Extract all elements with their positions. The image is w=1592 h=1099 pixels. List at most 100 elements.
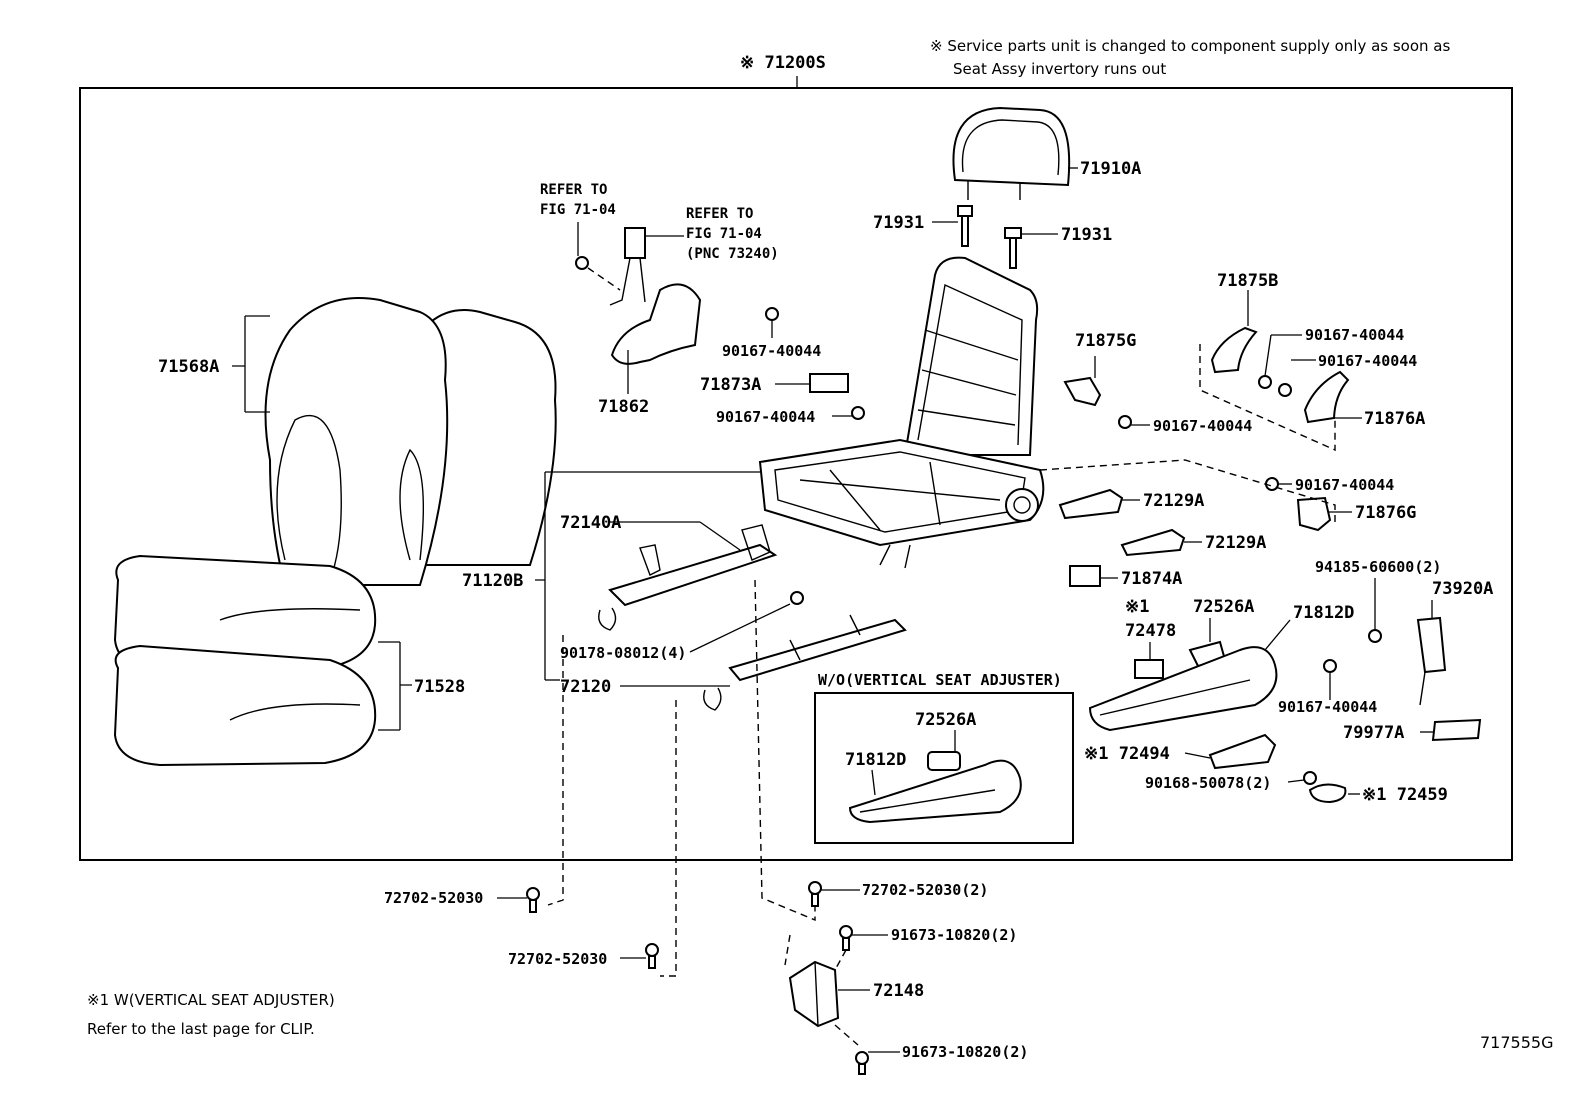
- part-90168[interactable]: 90168-50078(2): [1145, 774, 1271, 792]
- refer-b-line-3[interactable]: (PNC 73240): [686, 246, 779, 262]
- part-71875G[interactable]: 71875G: [1075, 331, 1136, 351]
- bracket-72148-drawing[interactable]: [788, 960, 840, 1028]
- wo-inset-frame: [814, 692, 1074, 844]
- legend-line-1: ※1 W(VERTICAL SEAT ADJUSTER): [87, 991, 335, 1009]
- refer-b-line-1[interactable]: REFER TO: [686, 206, 753, 222]
- part-72478-mark[interactable]: ※1: [1125, 597, 1149, 617]
- part-72148[interactable]: 72148: [873, 981, 924, 1001]
- part-71120B[interactable]: 71120B: [462, 571, 523, 591]
- part-71528[interactable]: 71528: [414, 677, 465, 697]
- part-91673-b[interactable]: 91673-10820(2): [902, 1043, 1028, 1061]
- part-72140A[interactable]: 72140A: [560, 513, 621, 533]
- wo-part-72526A[interactable]: 72526A: [915, 710, 976, 730]
- part-71875B[interactable]: 71875B: [1217, 271, 1278, 291]
- refer-a-line-1[interactable]: REFER TO: [540, 182, 607, 198]
- cover-71876G-drawing[interactable]: [1296, 496, 1332, 532]
- part-71862[interactable]: 71862: [598, 397, 649, 417]
- group-71875B-box: [1199, 344, 1336, 452]
- wo-side-cover-71812D-drawing[interactable]: [848, 759, 1022, 824]
- part-73920A[interactable]: 73920A: [1432, 579, 1493, 599]
- part-90167-d[interactable]: 90167-40044: [1305, 326, 1404, 344]
- trim-71875G-drawing[interactable]: [1063, 376, 1102, 407]
- seat-frame-drawing[interactable]: [758, 256, 1045, 569]
- cover-72129A-1-drawing[interactable]: [1058, 488, 1124, 520]
- screw-94185: [1368, 629, 1382, 643]
- seat-track-72120-drawing[interactable]: [703, 614, 907, 711]
- part-72120[interactable]: 72120: [560, 677, 611, 697]
- service-note-line-1: ※ Service parts unit is changed to compo…: [930, 37, 1450, 55]
- assembly-frame: [79, 87, 1513, 861]
- cover-71874A-drawing[interactable]: [1069, 565, 1101, 587]
- part-72702-c[interactable]: 72702-52030(2): [862, 881, 988, 899]
- part-72494[interactable]: ※1 72494: [1084, 744, 1170, 764]
- part-71568A[interactable]: 71568A: [158, 357, 219, 377]
- part-71874A[interactable]: 71874A: [1121, 569, 1182, 589]
- seat-track-72140A-drawing[interactable]: [598, 524, 778, 631]
- screw-90167-c: [1118, 415, 1132, 429]
- wo-inset-title: W/O(VERTICAL SEAT ADJUSTER): [818, 671, 1062, 689]
- part-72459[interactable]: ※1 72459: [1362, 785, 1448, 805]
- part-90167-a[interactable]: 90167-40044: [722, 342, 821, 360]
- part-72129A-1[interactable]: 72129A: [1143, 491, 1204, 511]
- switch-72478-drawing[interactable]: [1134, 659, 1164, 679]
- screw-90167-d: [1258, 375, 1272, 389]
- headrest-guide-right[interactable]: [1004, 227, 1022, 269]
- knob-72459-drawing[interactable]: [1308, 783, 1347, 804]
- wo-knob-72526A-drawing[interactable]: [927, 751, 961, 771]
- part-72478[interactable]: 72478: [1125, 621, 1176, 641]
- screw-90167-a: [765, 307, 779, 321]
- guide-71876G: [1039, 459, 1336, 525]
- leader-90168: [1287, 779, 1305, 783]
- part-90178[interactable]: 90178-08012(4): [560, 644, 686, 662]
- screw-90167-f: [1265, 477, 1279, 491]
- figure-id: 717555G: [1480, 1033, 1553, 1052]
- bracket-71873A-drawing[interactable]: [809, 373, 849, 393]
- label-79977A-drawing[interactable]: [1431, 718, 1482, 742]
- part-90167-e[interactable]: 90167-40044: [1318, 352, 1417, 370]
- cover-72129A-2-drawing[interactable]: [1120, 528, 1186, 557]
- part-71931-left[interactable]: 71931: [873, 213, 924, 233]
- part-72702-b[interactable]: 72702-52030: [508, 950, 607, 968]
- part-71876G[interactable]: 71876G: [1355, 503, 1416, 523]
- part-90167-c[interactable]: 90167-40044: [1153, 417, 1252, 435]
- part-79977A[interactable]: 79977A: [1343, 723, 1404, 743]
- part-91673-a[interactable]: 91673-10820(2): [891, 926, 1017, 944]
- wo-leader-71812D: [871, 769, 876, 796]
- part-72526A[interactable]: 72526A: [1193, 597, 1254, 617]
- knob-72494-drawing[interactable]: [1208, 733, 1277, 770]
- part-71876A[interactable]: 71876A: [1364, 409, 1425, 429]
- assembly-number[interactable]: ※ 71200S: [740, 53, 826, 73]
- seatbelt-buckle-drawing: [609, 227, 646, 306]
- part-90167-b[interactable]: 90167-40044: [716, 408, 815, 426]
- part-71812D[interactable]: 71812D: [1293, 603, 1354, 623]
- part-72702-a[interactable]: 72702-52030: [384, 889, 483, 907]
- legend-line-2: Refer to the last page for CLIP.: [87, 1020, 315, 1038]
- airbag-73920A-drawing[interactable]: [1416, 616, 1447, 706]
- side-cover-71812D-drawing[interactable]: [1088, 646, 1278, 732]
- part-90167-g[interactable]: 90167-40044: [1278, 698, 1377, 716]
- leader-90167-d-2: [1264, 334, 1272, 377]
- wo-part-71812D[interactable]: 71812D: [845, 750, 906, 770]
- refer-b-line-2[interactable]: FIG 71-04: [686, 226, 762, 242]
- headrest-drawing[interactable]: [952, 106, 1071, 200]
- refer-a-line-2[interactable]: FIG 71-04: [540, 202, 616, 218]
- side-shield-drawing[interactable]: [610, 283, 702, 365]
- part-71873A[interactable]: 71873A: [700, 375, 761, 395]
- screw-90167-b: [851, 406, 865, 420]
- seat-cushion-drawing[interactable]: [113, 554, 377, 767]
- part-71931-right[interactable]: 71931: [1061, 225, 1112, 245]
- bolt-72702-b: [645, 943, 659, 969]
- guide-91673-b: [834, 1024, 859, 1046]
- guide-72702-c: [754, 579, 816, 922]
- seatback-cover-drawing[interactable]: [264, 297, 557, 586]
- part-94185[interactable]: 94185-60600(2): [1315, 558, 1441, 576]
- refer-a-bolt: [575, 256, 621, 291]
- part-72129A-2[interactable]: 72129A: [1205, 533, 1266, 553]
- headrest-guide-left[interactable]: [957, 205, 973, 247]
- hinge-cover-71876A-drawing[interactable]: [1303, 370, 1350, 424]
- part-71910A[interactable]: 71910A: [1080, 159, 1141, 179]
- part-90167-f[interactable]: 90167-40044: [1295, 476, 1394, 494]
- bolt-72702-a: [526, 887, 540, 913]
- hinge-cover-71875B-drawing[interactable]: [1210, 326, 1258, 374]
